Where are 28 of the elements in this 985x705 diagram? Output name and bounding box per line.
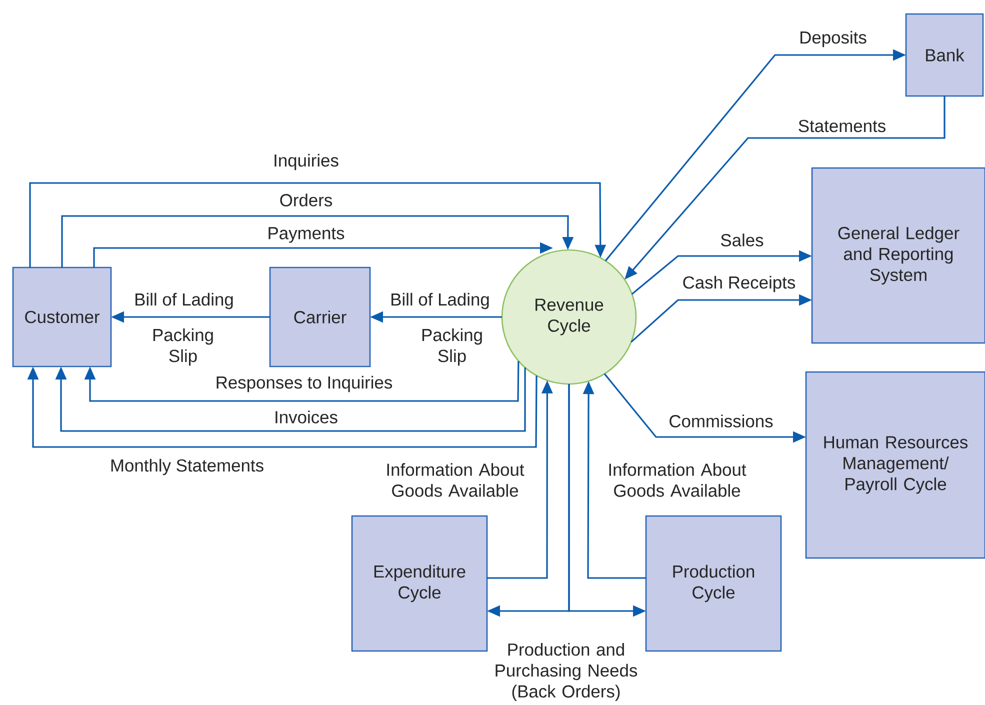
edge-label: Bill of Lading [389,292,491,310]
entity-box: General Ledger and Reporting System [811,167,985,344]
entity-box: Expenditure Cycle [351,515,488,652]
edge-label: Deposits [798,30,868,48]
edge-label: Production and Purchasing Needs (Back Orders) [490,642,642,702]
arrow [29,182,606,268]
edge-label: Payments [266,226,346,244]
entity-box: Customer [12,266,112,368]
edge-label: Information About Goods Available [596,462,758,498]
edge-label: Responses to Inquiries [214,374,394,394]
entity-box: Human Resources Management/ Payroll Cycle [805,371,985,559]
entity-box: Bank [905,13,984,97]
edge-label: Information About Goods Available [374,462,536,498]
arrow [84,360,520,402]
edge-label: Orders [278,192,334,208]
edge-label: Commissions [668,414,774,428]
edge-label: Invoices [273,410,339,424]
flow-label: Packing Slip [144,327,222,367]
entity-box: Production Cycle [645,515,782,652]
arrow [61,215,574,268]
edge-label: Bill of Lading [133,292,235,310]
edge-label: Inquiries [272,152,340,172]
flow-label: Packing Slip [414,327,490,367]
edge-label: Cash Receipts [681,274,797,294]
edge-label: Monthly Statements [108,458,266,476]
entity-box: Carrier [269,266,371,368]
edge-label: Statements [796,118,888,134]
edge-label: Sales [719,232,765,248]
